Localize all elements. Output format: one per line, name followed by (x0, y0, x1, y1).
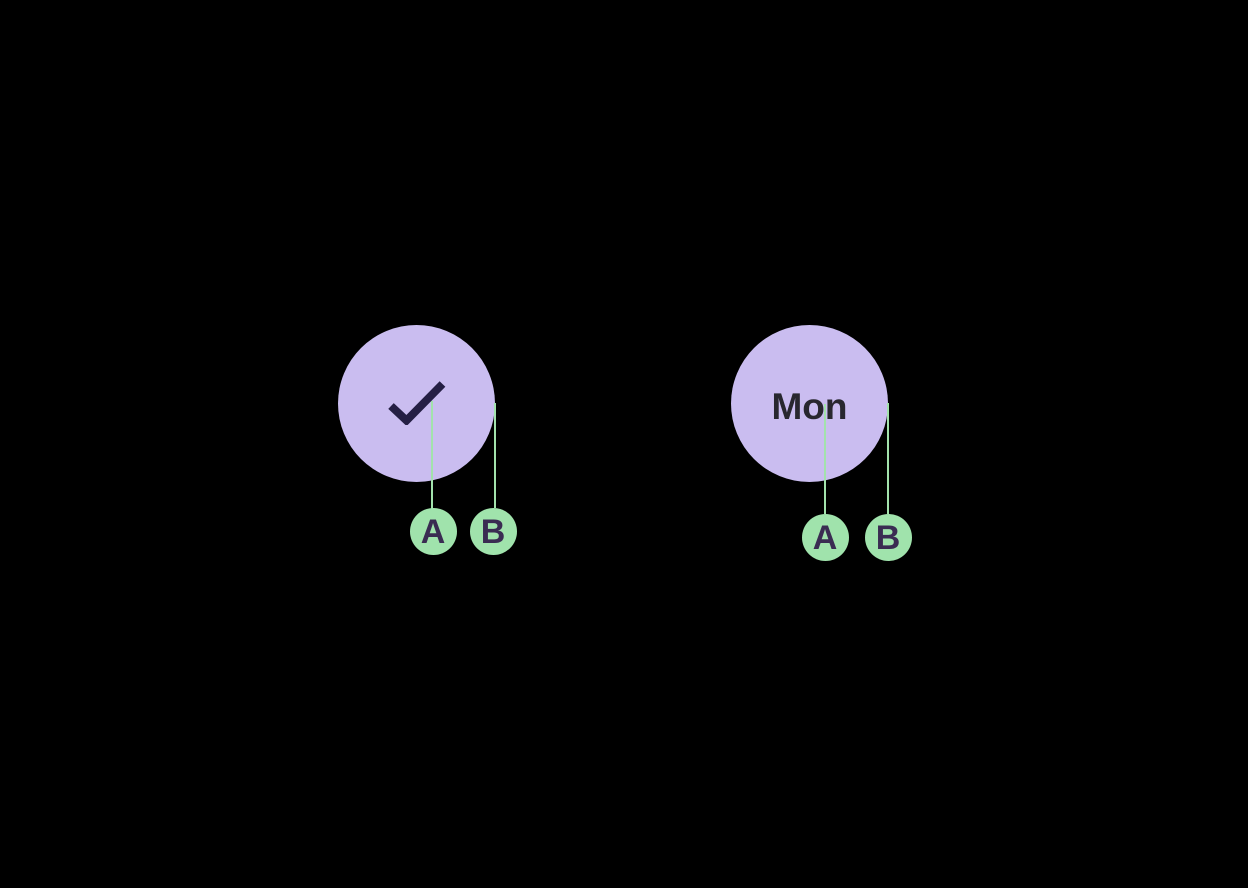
leader-line-b-mon (886, 403, 889, 514)
marker-label-b: B (875, 519, 901, 557)
leader-line-b-check (493, 403, 496, 508)
annotation-marker-a-mon: A (801, 513, 849, 561)
avatar-circle-mon: Mon (731, 325, 888, 482)
avatar-text: Mon (771, 386, 848, 427)
marker-label-b: B (480, 513, 506, 551)
check-icon (387, 380, 445, 425)
leader-line-a-check (430, 401, 433, 509)
annotation-marker-b-mon: B (864, 513, 912, 561)
leader-line-a-mon (823, 404, 826, 514)
marker-label-a: A (420, 513, 446, 551)
avatar-circle-check (338, 325, 495, 482)
marker-label-a: A (812, 519, 838, 557)
annotation-marker-b-check: B (469, 507, 517, 555)
annotation-marker-a-check: A (409, 507, 457, 555)
